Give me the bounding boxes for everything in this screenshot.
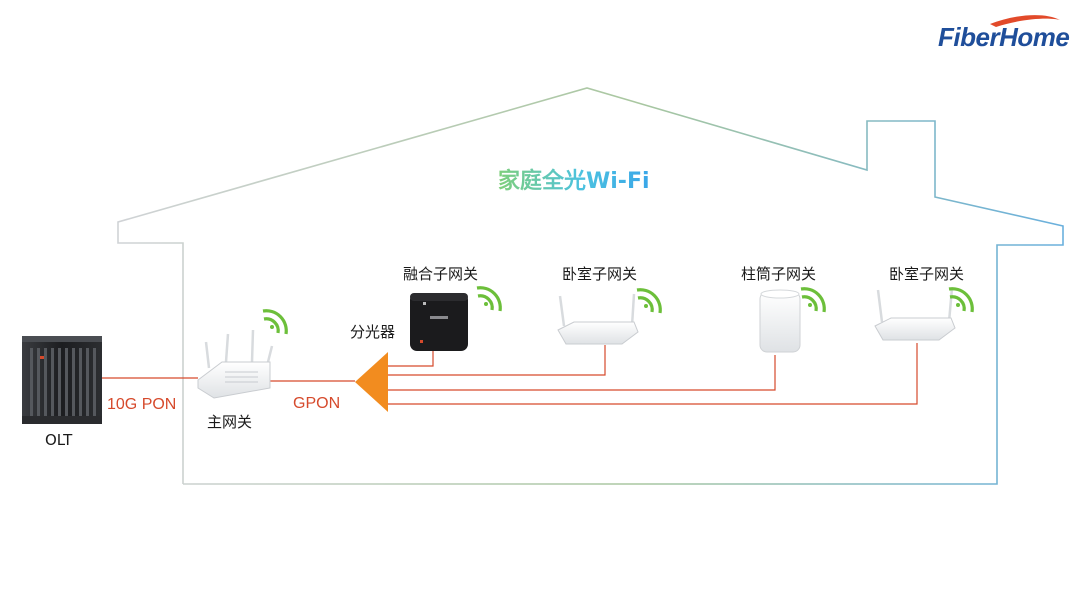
diagram-title: 家庭全光Wi-Fi	[498, 163, 650, 195]
bedroom-sub-gateway-2-label: 卧室子网关	[889, 265, 965, 283]
bedroom-sub-gateway-1-icon	[557, 293, 639, 345]
fiber-to-cylinder	[388, 355, 776, 391]
wifi-icon	[261, 309, 288, 336]
main-gateway-label: 主网关	[207, 413, 253, 431]
splitter-icon	[355, 352, 388, 412]
wifi-icon	[635, 288, 662, 315]
fiberhome-logo: FiberHome	[938, 22, 1070, 52]
fusion-sub-gateway-label: 融合子网关	[403, 265, 479, 283]
fusion-sub-gateway-icon	[410, 293, 468, 351]
fiber-links	[95, 343, 918, 405]
wifi-icon	[475, 286, 502, 313]
bedroom-sub-gateway-1-label: 卧室子网关	[562, 265, 638, 283]
fiber-to-fusion	[388, 348, 434, 367]
fiber-to-bedroom2	[388, 343, 918, 405]
olt-label: OLT	[45, 431, 73, 449]
link-gpon-label: GPON	[293, 395, 341, 412]
cylinder-sub-gateway-icon	[759, 289, 801, 353]
fiber-to-bedroom1	[388, 345, 606, 376]
cylinder-sub-gateway-label: 柱筒子网关	[741, 265, 817, 283]
wifi-icon	[799, 287, 826, 314]
logo-swoosh	[990, 15, 1060, 27]
bedroom-sub-gateway-2-icon	[874, 287, 956, 341]
link-10g-pon-label: 10G PON	[107, 396, 177, 413]
olt-chassis-icon	[22, 336, 102, 424]
main-gateway-icon	[197, 329, 274, 399]
house-outline	[117, 87, 1064, 485]
splitter-label: 分光器	[350, 323, 396, 341]
